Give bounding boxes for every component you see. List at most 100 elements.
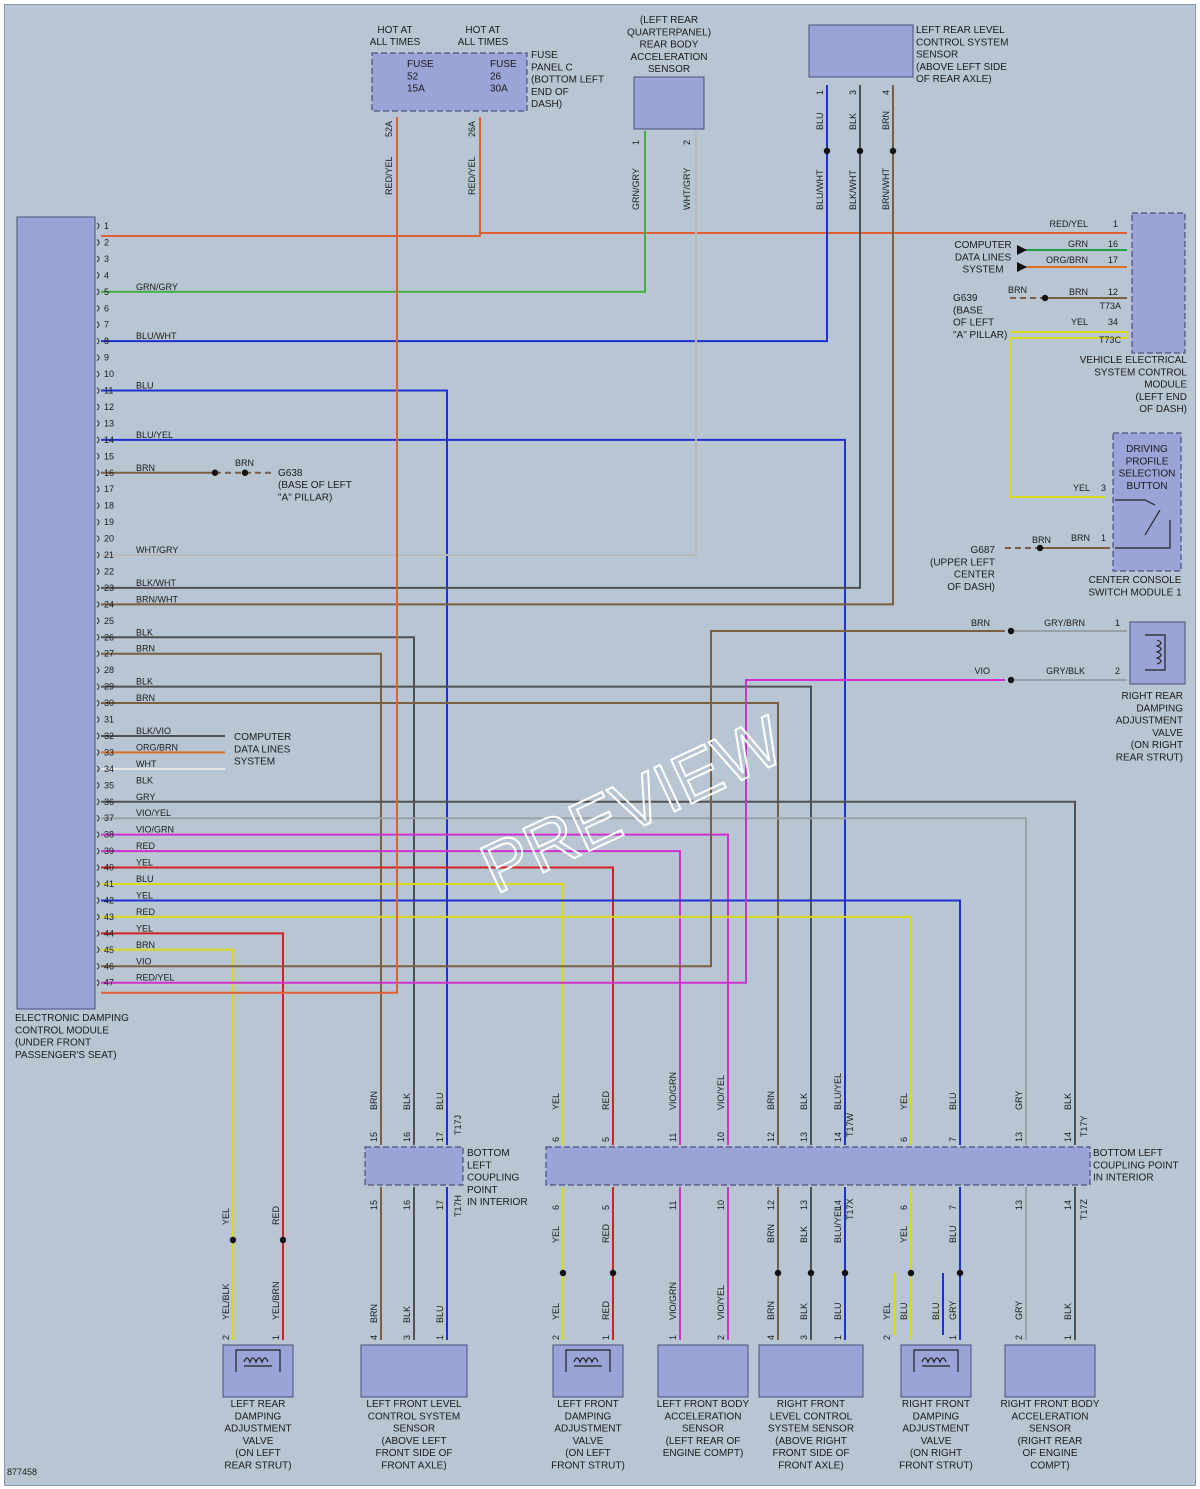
dp-brn: BRN [1071,533,1090,543]
c2-wire-top: VIO/YEL [716,1075,726,1110]
pin-bracket [96,288,100,296]
lr-level-wire: BRN/WHT [881,168,891,210]
wire-red-40 [101,866,614,1145]
lr-level-pin: 4 [881,90,891,95]
wire-vesc-redyel [101,117,481,237]
pin-bracket [96,535,100,542]
bc-wire: GRY [1014,1301,1024,1320]
c2-pin-bot: 6 [551,1205,561,1210]
ecm-pin-number: 5 [104,287,109,297]
switch-module-label: SWITCH MODULE 1 [1088,587,1182,598]
bc-wire: BRN [766,1301,776,1320]
bc-pin: 1 [668,1335,678,1340]
ecm-pin-number: 28 [104,665,114,675]
vesc-conn: T73A [1099,301,1121,311]
bc-wire: YEL [882,1303,892,1320]
rrv-wire: GRY/BLK [1046,666,1085,676]
c1-pin-top: 15 [369,1132,379,1142]
ecm-pin-number: 12 [104,402,114,412]
bc-label-lfa: ACCELERATION [664,1411,741,1422]
wire-blkwht [101,85,861,589]
pin-bracket [96,584,100,592]
rrv-label: RIGHT REAR [1122,691,1184,702]
pin-bracket [96,897,100,904]
ecm-pin-number: 24 [104,599,114,609]
wire-vioyel [101,833,729,1145]
ecm-pin-number: 20 [104,534,114,544]
c1-wire-bot: BLK [402,1306,412,1323]
c2-wire-top: RED [601,1090,611,1110]
bc-label-rfv: RIGHT FRONT [902,1399,970,1410]
rrv-wire: GRY/BRN [1044,618,1085,628]
c2-pin-top: 6 [551,1137,561,1142]
wire-redyel-47 [101,117,398,994]
fuse-52: 52 [407,71,419,82]
c2-pin-bot: 14 [1063,1200,1073,1210]
bc-label-rfl: SYSTEM SENSOR [768,1424,854,1435]
ecm-pin-number: 33 [104,747,114,757]
bc-label-rfa: (RIGHT REAR [1018,1436,1083,1447]
bc-label-lfl: SENSOR [393,1424,435,1435]
wire-blu-11 [101,389,448,1145]
ecm-wire-label: ORG/BRN [136,742,178,752]
g639-wire: BRN [1008,285,1027,295]
right-front-valve-box [900,1344,972,1398]
splice-dot [856,147,864,155]
fuse-pin: 52A [384,121,394,137]
ecm-wire-label: BLK/WHT [136,578,177,588]
coil-frame [565,1349,611,1372]
coil-winding [573,1357,599,1364]
bc-wire: VIO/YEL [716,1285,726,1320]
ecm-pin-number: 2 [104,237,109,247]
fuse-panel-label: DASH) [531,99,562,110]
bc-label-lfv: LEFT FRONT [557,1399,618,1410]
pin-bracket [96,781,100,789]
wire-grngry [101,131,646,293]
arrow [1017,262,1027,272]
bc-label-rfa: COMPT) [1030,1461,1069,1472]
bc-pin: 1 [271,1335,281,1340]
pin-bracket [96,913,100,921]
ecm-pin-number: 25 [104,616,114,626]
c1-wire-top: BLK [402,1093,412,1110]
ecm-pin-number: 43 [104,912,114,922]
ecm-pin-number: 31 [104,715,114,725]
ecm-pin-number: 29 [104,682,114,692]
g639-label: "A" PILLAR) [953,330,1007,341]
ecm-pin-number: 7 [104,320,109,330]
pin-bracket [96,436,100,444]
lrv-wire: YEL [221,1208,231,1225]
ecm-name: CONTROL MODULE [15,1025,109,1036]
ecm-pin-number: 1 [104,221,109,231]
bc-label-rfv: DAMPING [913,1411,960,1422]
fuse-hot1: HOT AT [377,25,412,36]
vesc-wire: RED/YEL [1049,219,1088,229]
rear-accel-label: ACCELERATION [630,52,707,63]
wire-whtgry [101,131,697,556]
c2-wire-top: BLU [948,1092,958,1110]
ecm-wire-label: GRN/GRY [136,282,178,292]
bc-pin: 4 [369,1335,379,1340]
bc-wire: BLU [931,1302,941,1320]
ecm-pin-number: 16 [104,468,114,478]
pin-bracket [96,568,100,575]
ecm-pin-number: 18 [104,501,114,511]
ecm-cdls-label: SYSTEM [234,757,275,768]
rear-accel-pin: 1 [631,140,641,145]
fuse-wire: RED/YEL [467,156,477,195]
ecm-pin-number: 9 [104,353,109,363]
c2-pin-top: 13 [1014,1132,1024,1142]
bc-wire: BLK [799,1303,809,1320]
bc-label-lfl: LEFT FRONT LEVEL [366,1399,462,1410]
bc-label-rfa: SENSOR [1029,1424,1071,1435]
vesc-label: SYSTEM CONTROL [1094,367,1187,378]
c2-pin-top: 6 [899,1137,909,1142]
pin-bracket [96,880,100,888]
lr-level-wire: BLK/WHT [848,169,858,210]
fuse-panel-label: (BOTTOM LEFT [531,75,604,86]
bc-label-lrv: (ON LEFT [235,1448,281,1459]
ecm-wire-label: YEL [136,890,153,900]
ecm-wire-label: BRN/WHT [136,594,178,604]
vesc-cdls: DATA LINES [955,252,1012,263]
c2-wire-top: BLK [799,1093,809,1110]
